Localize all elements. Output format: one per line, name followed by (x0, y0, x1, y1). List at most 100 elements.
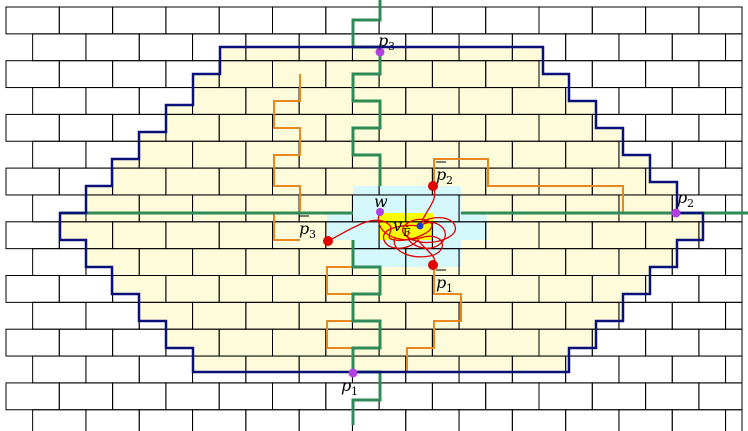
outer-boundary (58, 45, 705, 374)
brick (112, 60, 167, 89)
green-path-segment (351, 240, 382, 425)
brick (565, 355, 620, 384)
center-brick (327, 213, 380, 240)
brick (565, 409, 620, 431)
green-path-segment (351, 0, 382, 186)
label-p3: p 3 (378, 31, 395, 53)
brick (698, 275, 743, 303)
brick (645, 6, 700, 35)
red-curve (407, 221, 446, 249)
brick (698, 113, 743, 142)
label-pbar1: p 1 (436, 269, 453, 295)
brick (618, 33, 673, 62)
red-curve (383, 224, 436, 266)
brick (58, 60, 114, 89)
svg-text:p: p (436, 165, 446, 184)
brick (698, 382, 743, 411)
brick (671, 355, 727, 384)
svg-text:w: w (374, 192, 388, 211)
brick (698, 167, 743, 196)
svg-text:2: 2 (446, 174, 453, 187)
brick (85, 355, 140, 384)
point-pbar2 (428, 181, 438, 191)
brick (645, 328, 700, 357)
brick (85, 301, 140, 330)
svg-text:3: 3 (388, 40, 395, 53)
point-p1 (348, 368, 358, 378)
brick (511, 409, 567, 431)
brick (485, 382, 540, 411)
brick (112, 382, 167, 411)
svg-text:1: 1 (351, 385, 358, 398)
label-w: w (374, 192, 388, 211)
brick (618, 87, 673, 115)
brick (485, 6, 540, 35)
brick (112, 328, 167, 357)
points (323, 47, 681, 378)
brick (698, 60, 743, 89)
brick (538, 382, 593, 411)
brick (5, 6, 60, 35)
point-p2 (671, 208, 681, 218)
svg-text:p: p (436, 273, 446, 292)
brick (218, 6, 273, 35)
brick (85, 409, 140, 431)
label-pbar3: p 3 (299, 215, 316, 241)
point-vF (416, 222, 424, 230)
brick (725, 194, 743, 223)
brick (698, 6, 743, 35)
brick (725, 248, 743, 276)
brick (32, 87, 87, 115)
outer-boundary-line (58, 45, 705, 374)
point-pbar1 (428, 260, 438, 270)
brick (538, 6, 593, 35)
brick (378, 382, 433, 411)
brick (85, 33, 140, 62)
brick (272, 382, 327, 411)
label-p1: p 1 (341, 376, 358, 398)
brick (725, 301, 743, 330)
brick (5, 167, 60, 196)
brick (298, 409, 353, 431)
svg-text:F̂: F̂ (403, 226, 411, 239)
svg-text:2: 2 (687, 197, 694, 210)
brick (671, 33, 727, 62)
brick (698, 328, 743, 357)
brick (138, 33, 194, 62)
brick (618, 301, 673, 330)
brick (671, 301, 727, 330)
brick (5, 328, 60, 357)
brick (645, 60, 700, 89)
brick (32, 33, 87, 62)
center-brick (353, 240, 407, 267)
brick (671, 140, 727, 169)
brick (351, 409, 407, 431)
brick (32, 355, 87, 384)
brick (671, 87, 727, 115)
brick (431, 382, 487, 411)
svg-text:1: 1 (446, 282, 453, 295)
brick (165, 382, 220, 411)
brick (32, 140, 87, 169)
brick (138, 355, 194, 384)
label-pbar2: p 2 (436, 161, 453, 187)
brick (725, 87, 743, 115)
point-p3 (375, 47, 385, 57)
svg-text:p: p (677, 188, 687, 207)
brick (591, 60, 647, 89)
brick (58, 382, 114, 411)
brick (378, 6, 433, 35)
brick (272, 6, 327, 35)
brick (698, 221, 743, 250)
brick (5, 275, 60, 303)
brick (58, 275, 114, 303)
brick (565, 33, 620, 62)
red-curve (377, 211, 443, 258)
brick (5, 382, 60, 411)
brick (618, 355, 673, 384)
brick (671, 248, 727, 276)
svg-text:3: 3 (309, 228, 316, 241)
point-w (376, 208, 384, 216)
brick (671, 409, 727, 431)
